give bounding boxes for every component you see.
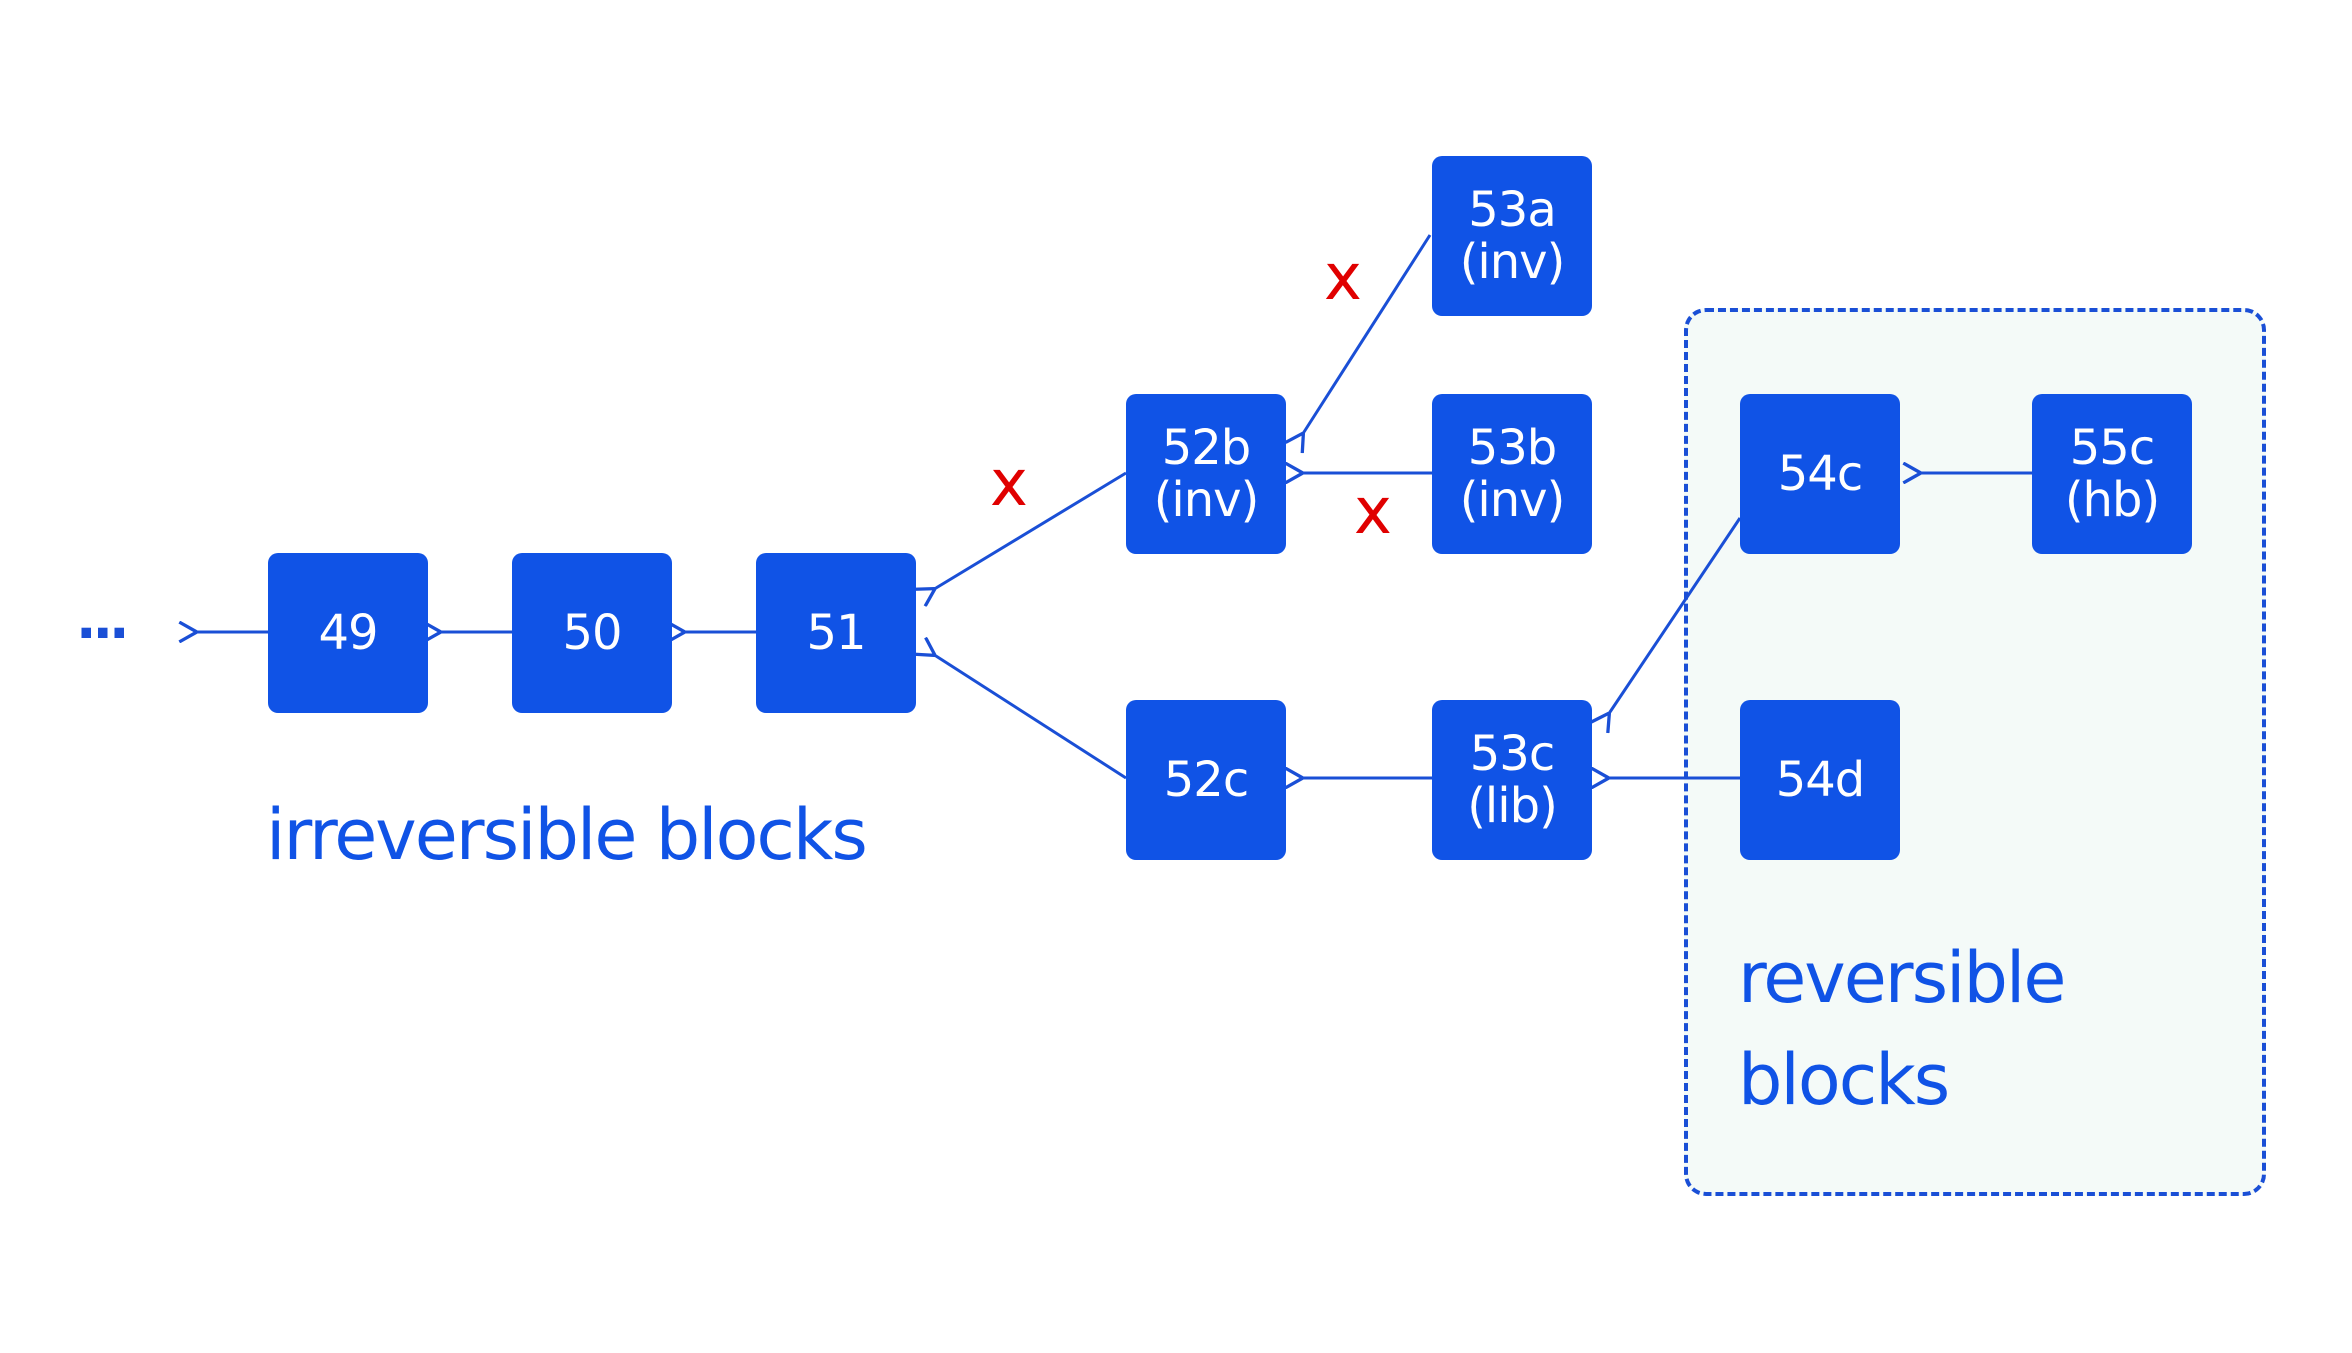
block-54c: 54c	[1740, 394, 1900, 554]
block-54d-label: 54d	[1775, 752, 1866, 808]
block-51: 51	[756, 553, 916, 713]
block-52b-label: 52b	[1161, 420, 1252, 476]
block-53a: 53a (inv)	[1432, 156, 1592, 316]
block-49-label: 49	[318, 605, 378, 661]
block-54d: 54d	[1740, 700, 1900, 860]
block-53a-status: (inv)	[1459, 234, 1566, 290]
block-55c: 55c (hb)	[2032, 394, 2192, 554]
block-51-label: 51	[806, 605, 866, 661]
block-53b-label: 53b	[1467, 420, 1558, 476]
block-50-label: 50	[562, 605, 622, 661]
irreversible-blocks-label: irreversible blocks	[266, 794, 868, 876]
block-55c-status: (hb)	[2064, 472, 2160, 528]
block-55c-label: 55c	[2069, 420, 2155, 476]
block-53c: 53c (lib)	[1432, 700, 1592, 860]
block-53c-status: (lib)	[1467, 778, 1558, 834]
reversible-blocks-label-line2: blocks	[1738, 1039, 1950, 1121]
block-52c: 52c	[1126, 700, 1286, 860]
invalid-mark-53a-link: x	[1324, 241, 1362, 315]
arrow-53a-to-52b	[1304, 234, 1432, 432]
block-53b: 53b (inv)	[1432, 394, 1592, 554]
block-50: 50	[512, 553, 672, 713]
block-49: 49	[268, 553, 428, 713]
block-53c-label: 53c	[1469, 726, 1555, 782]
arrow-54c-to-53c	[1610, 517, 1742, 712]
block-52b-status: (inv)	[1153, 472, 1260, 528]
invalid-mark-52b-link: x	[990, 447, 1028, 521]
block-52b: 52b (inv)	[1126, 394, 1286, 554]
reversible-blocks-label-line1: reversible	[1738, 937, 2066, 1019]
block-53b-status: (inv)	[1459, 472, 1566, 528]
arrow-52b-to-51	[936, 471, 1127, 588]
block-53a-label: 53a	[1468, 182, 1556, 238]
arrow-52c-to-51	[936, 656, 1127, 780]
chain-ellipsis: ...	[76, 588, 130, 651]
invalid-mark-53b-link: x	[1354, 475, 1392, 549]
block-54c-label: 54c	[1777, 446, 1863, 502]
block-52c-label: 52c	[1163, 752, 1249, 808]
